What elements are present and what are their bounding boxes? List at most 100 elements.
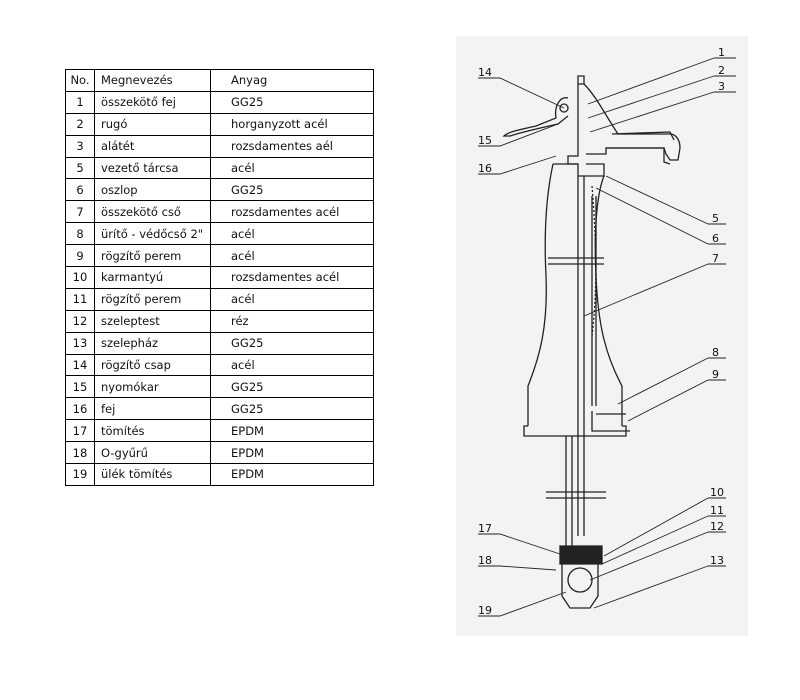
leader-13 <box>593 565 726 609</box>
callout-2: 2 <box>718 64 725 77</box>
header-no: No. <box>65 69 95 92</box>
header-material: Anyag <box>210 69 374 92</box>
cell-no: 14 <box>65 353 95 377</box>
cell-material: EPDM <box>210 463 374 486</box>
pump-handle <box>502 97 569 137</box>
cell-no: 3 <box>65 134 95 158</box>
cell-material: EPDM <box>210 419 374 443</box>
callout-15: 15 <box>478 134 492 147</box>
cell-name: ülék tömítés <box>94 463 211 486</box>
cell-material: GG25 <box>210 90 374 114</box>
cell-material: rozsdamentes aél <box>210 134 374 158</box>
leader-19 <box>478 591 567 617</box>
cell-name: rögzítő csap <box>94 353 211 377</box>
cell-material: GG25 <box>210 375 374 399</box>
leader-10 <box>603 497 726 557</box>
callout-13: 13 <box>710 554 724 567</box>
cell-name: O-gyűrű <box>94 441 211 465</box>
cell-name: oszlop <box>94 178 211 202</box>
guide-ring <box>548 257 604 265</box>
cell-no: 2 <box>65 112 95 136</box>
cell-name: nyomókar <box>94 375 211 399</box>
cell-material: acél <box>210 287 374 311</box>
leader-9 <box>627 379 726 422</box>
table-header-row: No. Megnevezés Anyag <box>65 69 374 92</box>
connecting-rod <box>577 176 585 536</box>
cell-name: alátét <box>94 134 211 158</box>
cell-no: 18 <box>65 441 95 465</box>
cell-material: acél <box>210 222 374 246</box>
cell-material: rozsdamentes acél <box>210 200 374 224</box>
cell-no: 8 <box>65 222 95 246</box>
handle-pivot <box>559 103 569 113</box>
lower-pipe <box>565 436 573 546</box>
pump-drawing <box>502 75 681 609</box>
leader-11 <box>601 515 726 565</box>
cell-no: 9 <box>65 244 95 268</box>
cell-name: karmantyú <box>94 266 211 289</box>
pump-body-left <box>527 163 554 426</box>
callout-16: 16 <box>478 162 492 175</box>
cell-no: 7 <box>65 200 95 224</box>
coupling-ring <box>546 491 606 499</box>
pump-spout-detail <box>606 131 675 165</box>
callout-14: 14 <box>478 66 492 79</box>
callout-labels: 1 2 3 5 6 7 8 9 10 11 12 13 14 15 16 17 … <box>478 46 725 617</box>
leader-lines <box>478 57 736 617</box>
cell-name: tömítés <box>94 419 211 443</box>
cell-no: 15 <box>65 375 95 399</box>
cell-no: 1 <box>65 90 95 114</box>
callout-9: 9 <box>712 368 719 381</box>
valve-housing <box>561 564 599 609</box>
cell-no: 16 <box>65 397 95 421</box>
callout-18: 18 <box>478 554 492 567</box>
cell-no: 12 <box>65 309 95 333</box>
leader-3 <box>589 91 736 133</box>
cell-material: rozsdamentes acél <box>210 266 374 289</box>
cell-name: rögzítő perem <box>94 244 211 268</box>
leader-8 <box>617 357 726 405</box>
pump-top-cap <box>577 75 585 85</box>
leader-14 <box>478 77 565 109</box>
leader-16 <box>478 155 557 175</box>
leader-1 <box>587 57 736 105</box>
callout-11: 11 <box>710 504 724 517</box>
pump-body-top <box>553 163 605 177</box>
cell-material: EPDM <box>210 441 374 465</box>
leader-18 <box>478 565 557 571</box>
callout-10: 10 <box>710 486 724 499</box>
cell-no: 10 <box>65 266 95 289</box>
cell-material: GG25 <box>210 178 374 202</box>
cell-name: fej <box>94 397 211 421</box>
header-name: Megnevezés <box>94 69 211 92</box>
cell-no: 19 <box>65 463 95 486</box>
cell-material: GG25 <box>210 397 374 421</box>
callout-19: 19 <box>478 604 492 617</box>
cell-name: szeleptest <box>94 309 211 333</box>
fixing-flange-9 <box>591 411 630 432</box>
valve-body <box>567 567 593 593</box>
pump-diagram: 1 2 3 5 6 7 8 9 10 11 12 13 14 15 16 17 … <box>456 36 748 636</box>
pump-spout <box>583 83 681 161</box>
cell-name: összekötő cső <box>94 200 211 224</box>
callout-7: 7 <box>712 252 719 265</box>
cell-name: szelepház <box>94 331 211 355</box>
leader-7 <box>583 263 726 317</box>
pump-base-flange <box>523 425 627 437</box>
